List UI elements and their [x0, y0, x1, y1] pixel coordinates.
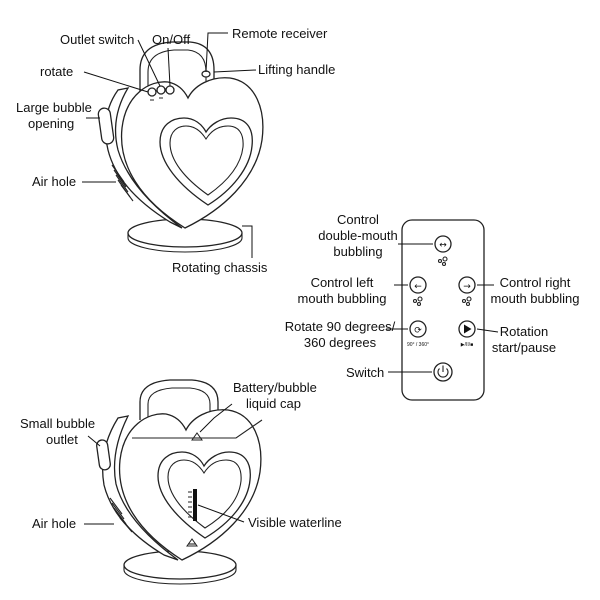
rotate-small-label: 90° / 360°: [407, 342, 429, 348]
label-on-off: On/Off: [152, 32, 190, 47]
label-switch: Switch: [346, 365, 384, 380]
remote-control: ↔ ← → ⟳ 90° / 360°: [401, 219, 485, 401]
label-rotate-1: Rotate 90 degrees/: [285, 319, 396, 334]
switch-button[interactable]: [433, 362, 453, 382]
label-battery-2: liquid cap: [246, 396, 301, 411]
label-right-mouth-2: mouth bubbling: [491, 291, 580, 306]
label-left-mouth-2: mouth bubbling: [298, 291, 387, 306]
play-icon: [464, 324, 472, 334]
lifting-handle[interactable]: [139, 41, 215, 92]
bubbles-icon: [437, 256, 448, 267]
label-small-bubble-2: outlet: [46, 432, 78, 447]
label-double-mouth-2: double-mouth: [318, 228, 398, 243]
air-hole-top: [111, 164, 134, 202]
label-rotate-2: 360 degrees: [304, 335, 377, 350]
bubbles-icon: [461, 296, 472, 307]
label-air-hole-top: Air hole: [32, 174, 76, 189]
right-mouth-button[interactable]: →: [458, 276, 476, 307]
label-lifting-handle: Lifting handle: [258, 62, 335, 77]
bottom-leader-lines: [84, 403, 245, 525]
double-arrow-icon: ↔: [439, 241, 447, 251]
label-outlet-switch: Outlet switch: [60, 32, 134, 47]
power-icon: [437, 365, 449, 378]
left-arrow-icon: ←: [414, 282, 422, 292]
label-double-mouth-3: bubbling: [333, 244, 382, 259]
label-remote-receiver: Remote receiver: [232, 26, 328, 41]
rotate-90-360-button[interactable]: ⟳ 90° / 360°: [407, 320, 429, 348]
remote-body: [401, 219, 485, 401]
label-large-bubble-1: Large bubble: [16, 100, 92, 115]
left-mouth-button[interactable]: ←: [409, 276, 427, 307]
top-buttons: [147, 85, 175, 101]
rotate-icon: ⟳: [414, 326, 422, 336]
bottom-device: [96, 379, 263, 585]
small-bubble-outlet: [96, 439, 111, 471]
large-bubble-opening: [97, 107, 115, 145]
on-off-button[interactable]: [165, 85, 175, 95]
rotation-start-pause-button[interactable]: ▶/II/■: [458, 320, 476, 348]
top-device: [97, 41, 264, 253]
right-arrow-icon: →: [463, 282, 471, 292]
label-visible-waterline: Visible waterline: [248, 515, 342, 530]
label-battery-1: Battery/bubble: [233, 380, 317, 395]
label-double-mouth-1: Control: [337, 212, 379, 227]
label-rotating-chassis: Rotating chassis: [172, 260, 268, 275]
waterline-scale: [188, 489, 197, 521]
label-right-mouth-1: Control right: [500, 275, 571, 290]
label-rotation-2: start/pause: [492, 340, 556, 355]
label-large-bubble-2: opening: [28, 116, 74, 131]
bubbles-icon: [412, 296, 423, 307]
rotate-button[interactable]: [147, 87, 157, 97]
air-hole-bottom: [109, 497, 133, 533]
label-rotation-1: Rotation: [500, 324, 548, 339]
outlet-switch-button[interactable]: [156, 85, 166, 95]
label-rotate: rotate: [40, 64, 73, 79]
play-small-label: ▶/II/■: [461, 342, 473, 348]
double-mouth-button[interactable]: ↔: [434, 235, 452, 267]
label-air-hole-bottom: Air hole: [32, 516, 76, 531]
label-left-mouth-1: Control left: [311, 275, 374, 290]
top-leader-lines: [82, 32, 257, 258]
remote-leader-lines: [386, 243, 499, 373]
label-small-bubble-1: Small bubble: [20, 416, 95, 431]
